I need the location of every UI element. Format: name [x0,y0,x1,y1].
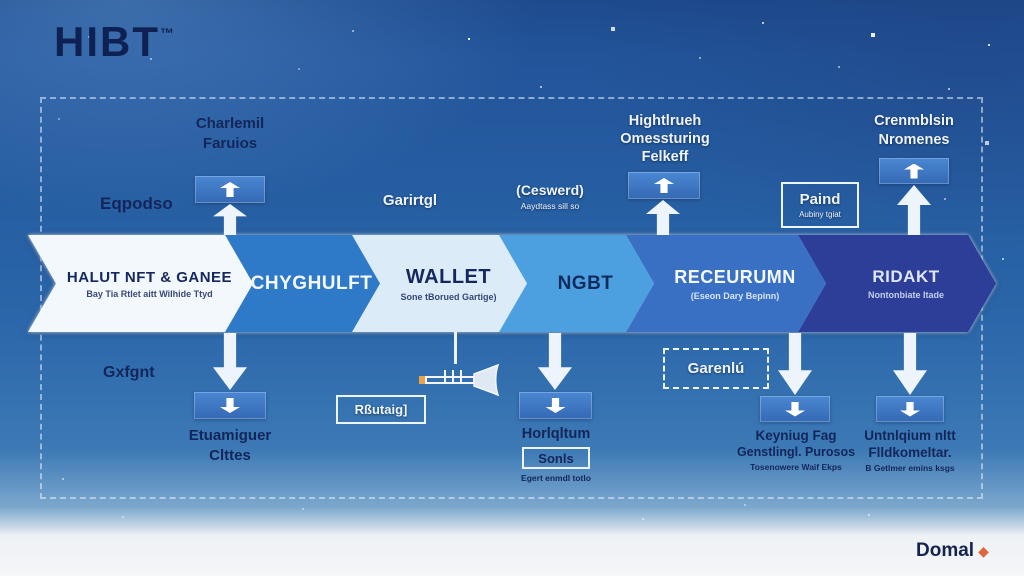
arrow-box-up-3 [879,158,949,184]
trumpet-icon [419,363,500,397]
up-arrow-icon [904,163,924,179]
label-line: Garenlú [687,360,745,377]
label-line: (Ceswerd) [516,182,584,198]
rsutaig-box: Rßutaig] [336,395,426,424]
label-eqpodso: Eqpodso [100,194,173,213]
flow-step-wallet: WALLET Sone tBorued Gartige) [352,235,527,332]
label-untnlqium: Untnlqium nltt Flldkomeltar. B Getlmer e… [845,428,975,473]
label-line: Aubiny tgiat [799,210,841,219]
label-line: B Getlmer emins ksgs [865,463,955,473]
brand-logo-text: HIBT [54,18,160,65]
arrow-box-down-1 [194,392,266,419]
label-line: Clttes [209,447,251,464]
label-line: Genstlingl. Purosos [736,445,856,459]
sonls-box: Sonls [522,447,590,469]
label-line: Keyniug Fag [755,428,837,443]
arrow-box-down-4 [876,396,944,422]
arrow-box-down-3 [760,396,830,422]
flow-step-ridakt: RIDAKT Nontonbiate Itade [798,235,996,332]
garenlu-box: Garenlú [663,348,769,389]
down-arrow-icon [900,401,920,417]
label-line: Crenmblsin [874,113,954,129]
label-line: Untnlqium nltt [864,428,956,443]
flow-step-title: CHYGHULFT [250,272,373,294]
label-line: Nromenes [878,132,950,148]
label-line: Sonls [538,450,574,466]
label-line: Aaydtass sill so [520,201,580,211]
up-arrow-icon [220,182,240,197]
down-arrow-icon [545,398,566,413]
label-line: Felkeff [641,149,689,165]
label-line: Paind [799,191,841,208]
arrow-box-up-2 [628,172,700,199]
footer-brand-text: Domal [916,540,975,561]
label-line: Flldkomeltar. [868,445,952,460]
starfield [0,0,2,2]
label-crenmblsin: Crenmblsin Nromenes [858,112,970,150]
paind-box: Paind Aubiny tgiat [781,182,859,228]
brand-logo: HIBT™ [54,18,174,66]
down-arrow-icon [785,401,805,417]
flow-step-subtitle: (Eseon Dary Bepinn) [690,290,780,301]
flow-step-title: RECEURUMN [674,266,796,287]
trademark-symbol: ™ [160,25,174,41]
trumpet-connector-line [454,332,457,364]
flow-step-title: NGBT [557,272,614,294]
label-line: Faruios [202,135,258,152]
label-line: Etuamiguer [188,427,272,444]
label-egert: Egert enmdl totlo [521,473,591,483]
flow-step-receurumn: RECEURUMN (Eseon Dary Bepinn) [626,235,826,332]
footer-brand: Domal◆ [916,540,989,562]
flow-step-halut: HALUT NFT & GANEE Bay Tia Rtlet aitt Wil… [28,235,253,332]
label-hightlrueh: Hightlrueh Omessturing Felkeff [613,112,717,166]
label-line: Rßutaig] [354,402,408,417]
label-charlemil: Charlemil Faruios [165,114,295,154]
label-gxfgnt: Gxfgnt [103,364,155,381]
flow-step-subtitle: Bay Tia Rtlet aitt Wilhide Ttyd [86,288,213,299]
process-flow: HALUT NFT & GANEE Bay Tia Rtlet aitt Wil… [28,235,998,332]
flow-step-subtitle: Nontonbiate Itade [868,290,944,300]
flow-step-title: HALUT NFT & GANEE [66,268,233,286]
down-arrow-icon [220,398,240,413]
label-line: Tosenowere Waif Ekps [750,462,842,472]
label-etuamiguer: Etuamiguer Clttes [165,426,295,466]
flow-step-subtitle: Sone tBorued Gartige) [400,291,497,302]
label-line: Charlemil [195,115,265,132]
label-keyniug: Keyniug Fag Genstlingl. Purosos Tosenowe… [733,428,859,472]
label-horlqltum: Horlqltum [521,426,591,442]
flow-step-title: WALLET [405,265,492,288]
arrow-box-up-1 [195,176,265,203]
label-ceswerd: (Ceswerd) Aaydtass sill so [494,182,606,211]
arrow-box-down-2 [519,392,592,419]
flow-step-title: RIDAKT [872,267,940,286]
up-arrow-icon [654,178,674,193]
label-line: Hightlrueh [628,113,702,129]
label-garirtgl: Garirtgl [382,192,438,209]
label-line: Omessturing [620,131,710,147]
diamond-icon: ◆ [978,543,989,559]
